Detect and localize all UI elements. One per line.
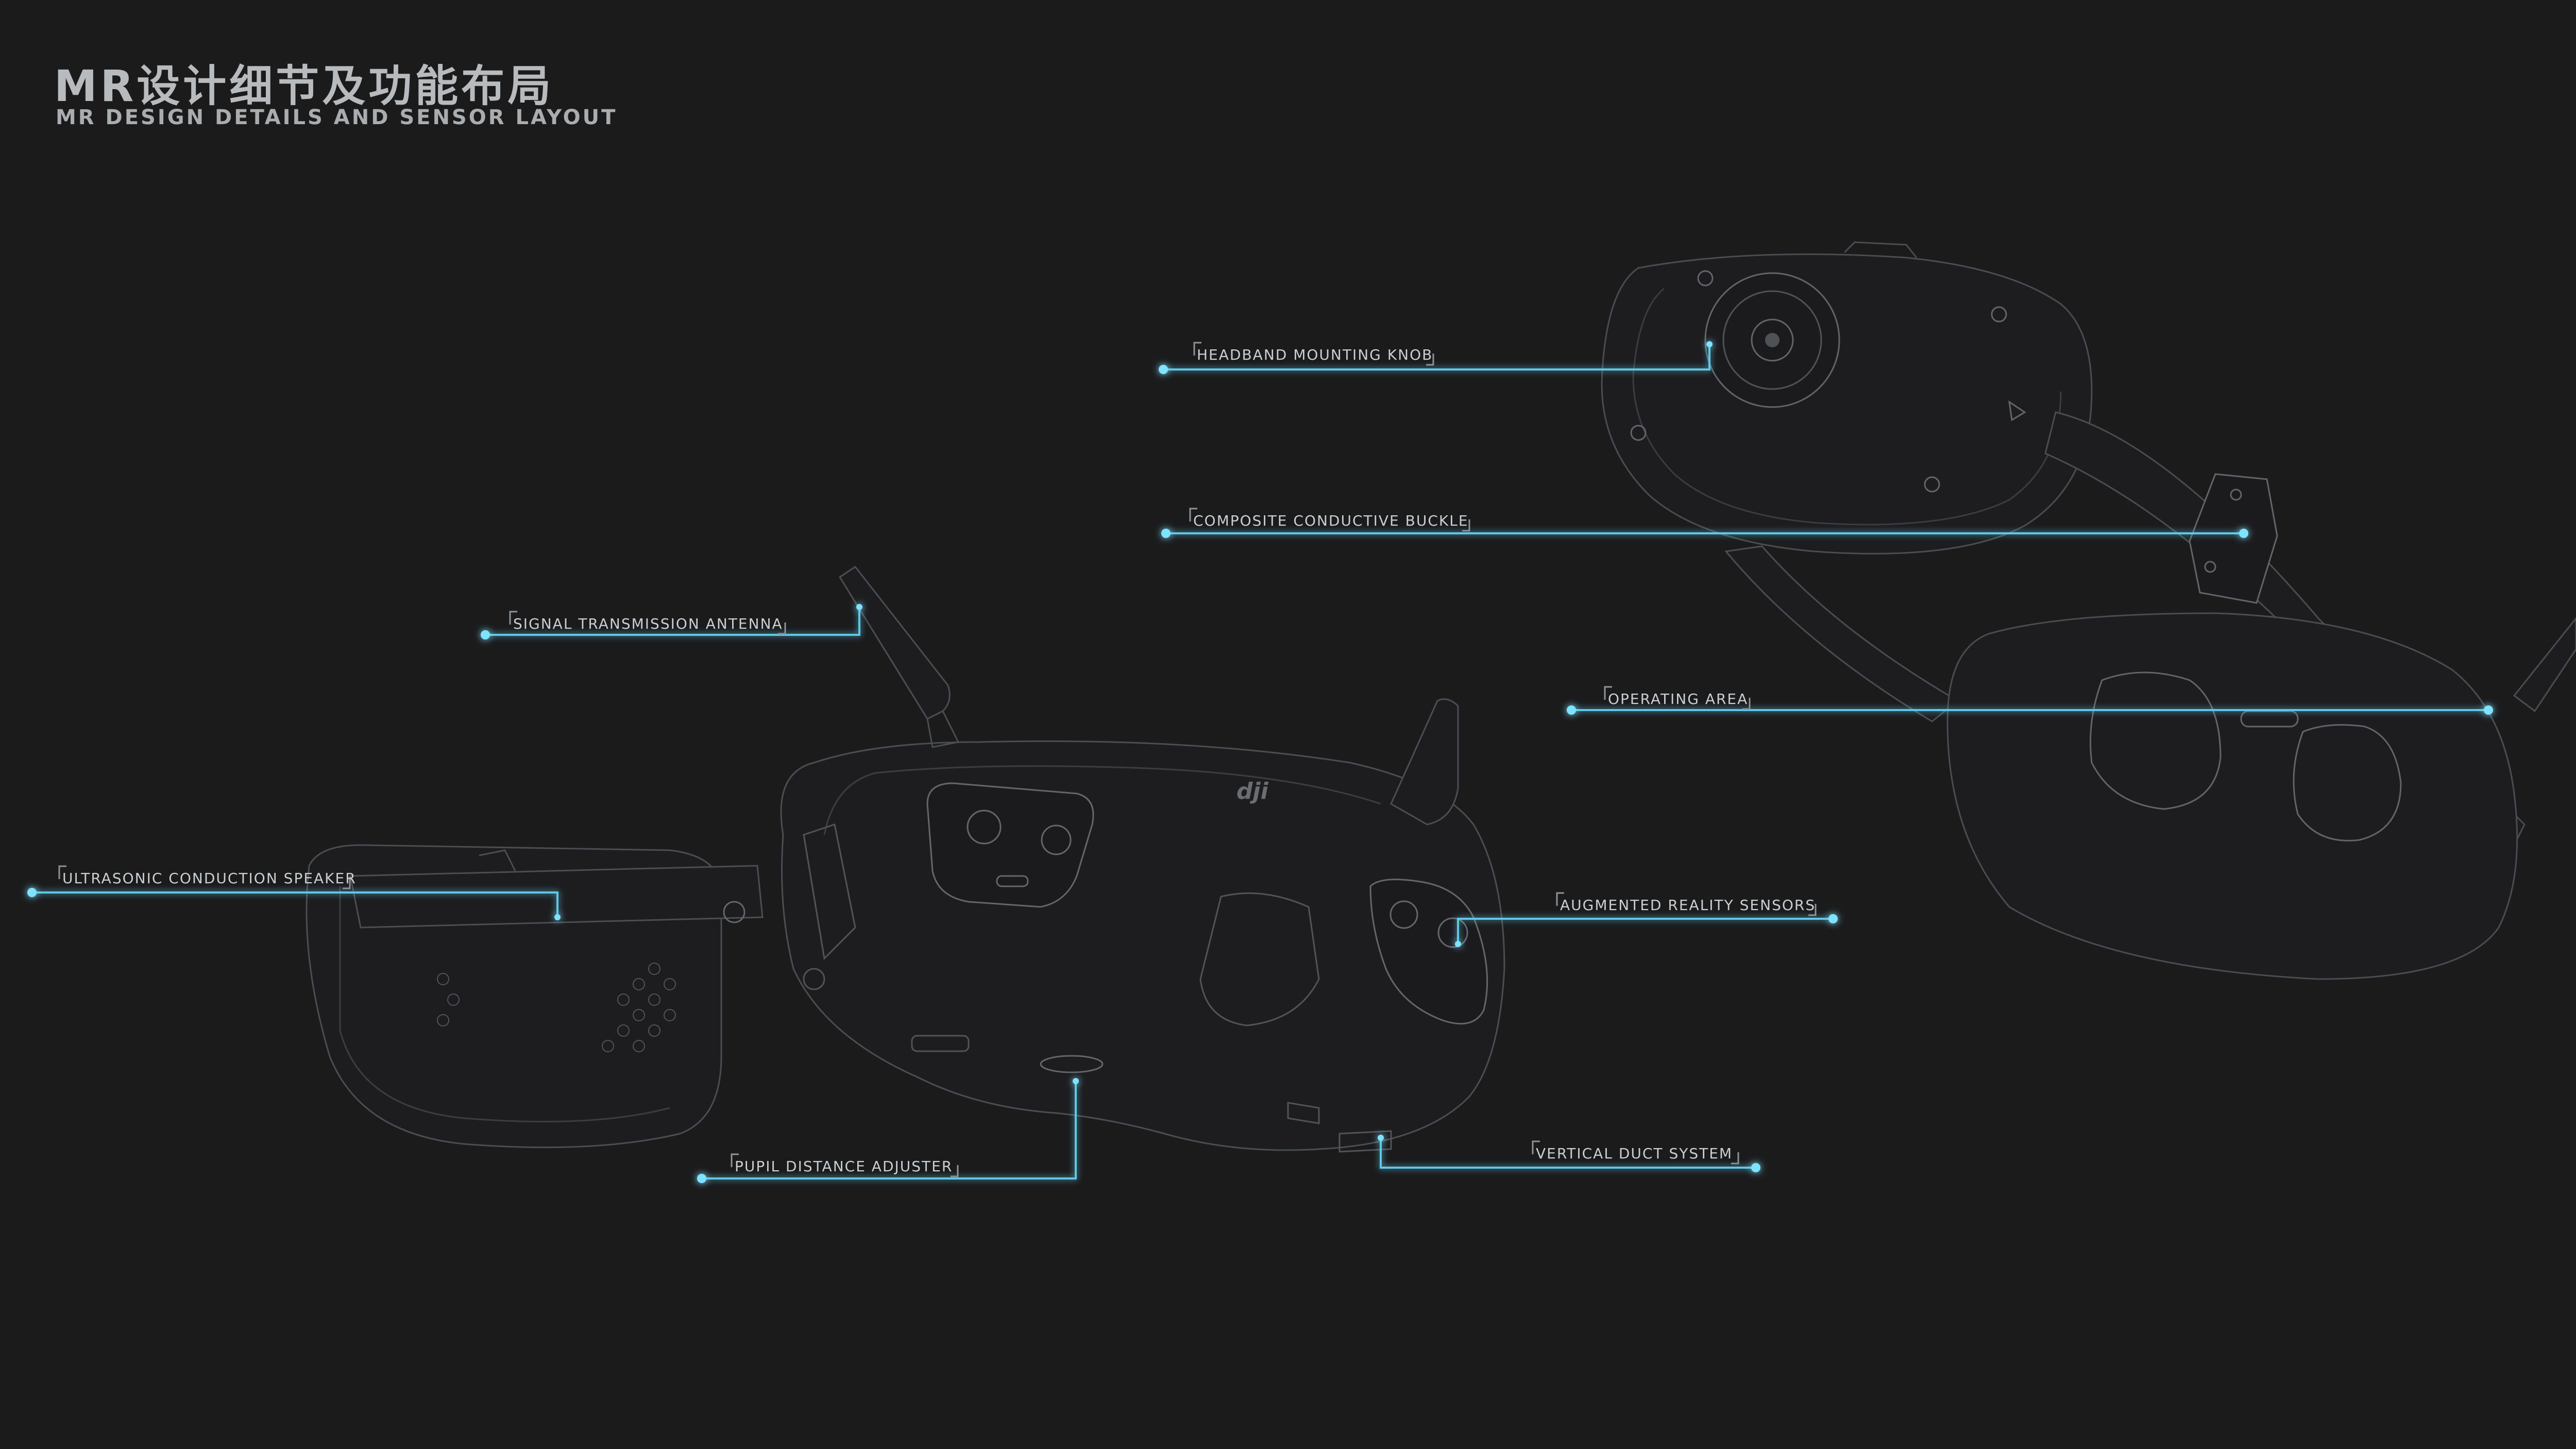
callout-dots: [27, 341, 2493, 1183]
page-title: MR设计细节及功能布局: [54, 61, 554, 111]
callout-line-duct-system: [1380, 1138, 1756, 1169]
brand-logo: dji: [1236, 778, 1269, 804]
callout-label-antenna: SIGNAL TRANSMISSION ANTENNA: [513, 615, 783, 632]
callout-line-antenna: [485, 607, 860, 636]
callout-label-headband-knob: HEADBAND MOUNTING KNOB: [1197, 346, 1433, 363]
callout-line-pupil-adjuster: [702, 1081, 1077, 1180]
callout-label-pupil-adjuster: PUPIL DISTANCE ADJUSTER: [735, 1158, 953, 1175]
callout-line-ar-sensors: [1457, 918, 1833, 944]
callout-line-speaker: [32, 891, 558, 917]
callout-label-operating-area: OPERATING AREA: [1608, 690, 1749, 707]
rear-headset-outline: [1601, 241, 2576, 980]
front-headset-outline: [306, 565, 1505, 1153]
callout-label-ar-sensors: AUGMENTED REALITY SENSORS: [1560, 897, 1816, 914]
callout-label-speaker: ULTRASONIC CONDUCTION SPEAKER: [62, 870, 357, 887]
label-brackets: [58, 342, 1817, 1177]
page-subtitle: MR DESIGN DETAILS AND SENSOR LAYOUT: [56, 106, 618, 129]
callout-label-conductive-buckle: COMPOSITE CONDUCTIVE BUCKLE: [1193, 512, 1469, 529]
callout-lines: [32, 344, 2488, 1180]
callout-line-headband-knob: [1163, 344, 1710, 370]
callout-label-duct-system: VERTICAL DUCT SYSTEM: [1536, 1145, 1733, 1162]
